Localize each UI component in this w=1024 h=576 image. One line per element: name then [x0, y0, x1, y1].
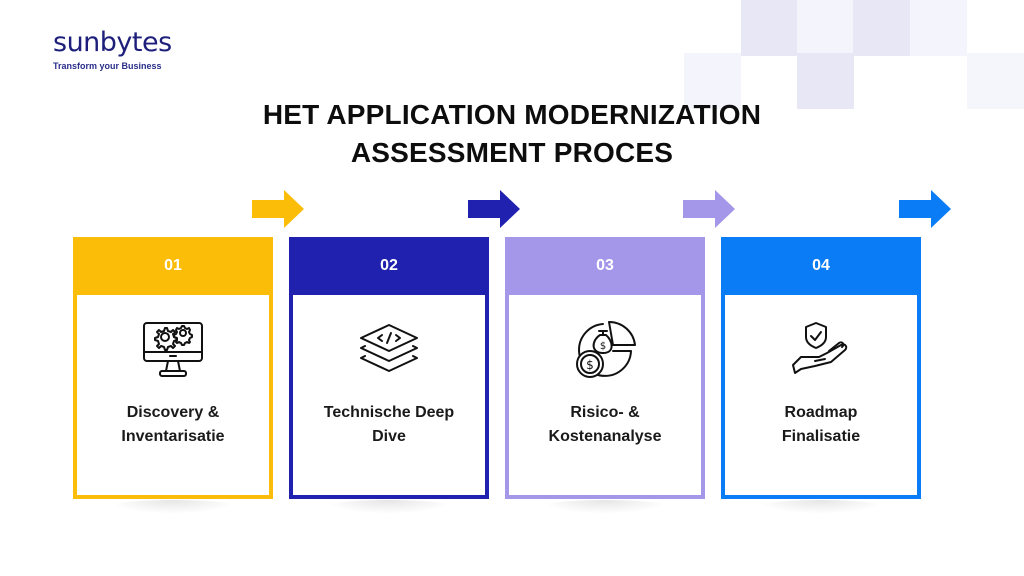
step-number: 01 [73, 237, 273, 295]
page-title: HET APPLICATION MODERNIZATION ASSESSMENT… [0, 96, 1024, 172]
bg-square [853, 0, 910, 56]
brand-logo: sunbytes Transform your Business [53, 27, 172, 72]
step-label-line-1: Roadmap [784, 404, 858, 421]
arrow-right-icon [899, 190, 951, 228]
code-layers-icon [360, 324, 418, 372]
svg-text:$: $ [586, 358, 594, 372]
step-label-line-1: Technische Deep [323, 404, 455, 421]
step-label-line-2: Finalisatie [781, 428, 861, 445]
brand-name: sunbytes [53, 27, 172, 58]
bg-square [797, 53, 854, 109]
bg-square [741, 0, 798, 56]
step-number: 03 [505, 237, 705, 295]
svg-text:$: $ [600, 341, 606, 352]
money-pie-chart-icon: $ $ [576, 320, 636, 378]
step-card-roadmap: 04 Roadmap Finalisatie [721, 237, 921, 499]
card-shadow [540, 500, 670, 514]
step-label-line-2: Kostenanalyse [548, 428, 662, 445]
card-shadow [756, 500, 886, 514]
bg-square [910, 0, 967, 56]
step-label-line-1: Discovery & [126, 404, 220, 421]
step-label-line-2: Inventarisatie [121, 428, 225, 445]
step-card-discovery: 01 Discovery & Inventarisatie [73, 237, 273, 499]
step-label: Roadmap Finalisatie [725, 401, 917, 449]
step-label-line-1: Risico- & [570, 404, 640, 421]
step-number: 02 [289, 237, 489, 295]
title-line-2: ASSESSMENT PROCES [350, 137, 674, 168]
step-label-line-2: Dive [372, 428, 406, 445]
arrow-right-icon [252, 190, 304, 228]
bg-square [967, 53, 1024, 109]
bg-square [684, 53, 741, 109]
step-label: Technische Deep Dive [293, 401, 485, 449]
monitor-gears-icon [143, 322, 203, 377]
bg-square [797, 0, 854, 56]
step-label: Discovery & Inventarisatie [77, 401, 269, 449]
card-shadow [108, 500, 238, 514]
hand-shield-check-icon [792, 322, 848, 374]
step-label: Risico- & Kostenanalyse [509, 401, 701, 449]
title-line-1: HET APPLICATION MODERNIZATION [262, 99, 762, 130]
step-number: 04 [721, 237, 921, 295]
brand-tagline: Transform your Business [53, 61, 162, 71]
arrow-right-icon [683, 190, 735, 228]
card-shadow [324, 500, 454, 514]
arrow-right-icon [468, 190, 520, 228]
step-card-deep-dive: 02 Technische Deep Dive [289, 237, 489, 499]
step-card-risk-cost: 03 $ $ Risico- & Kostenanalyse [505, 237, 705, 499]
